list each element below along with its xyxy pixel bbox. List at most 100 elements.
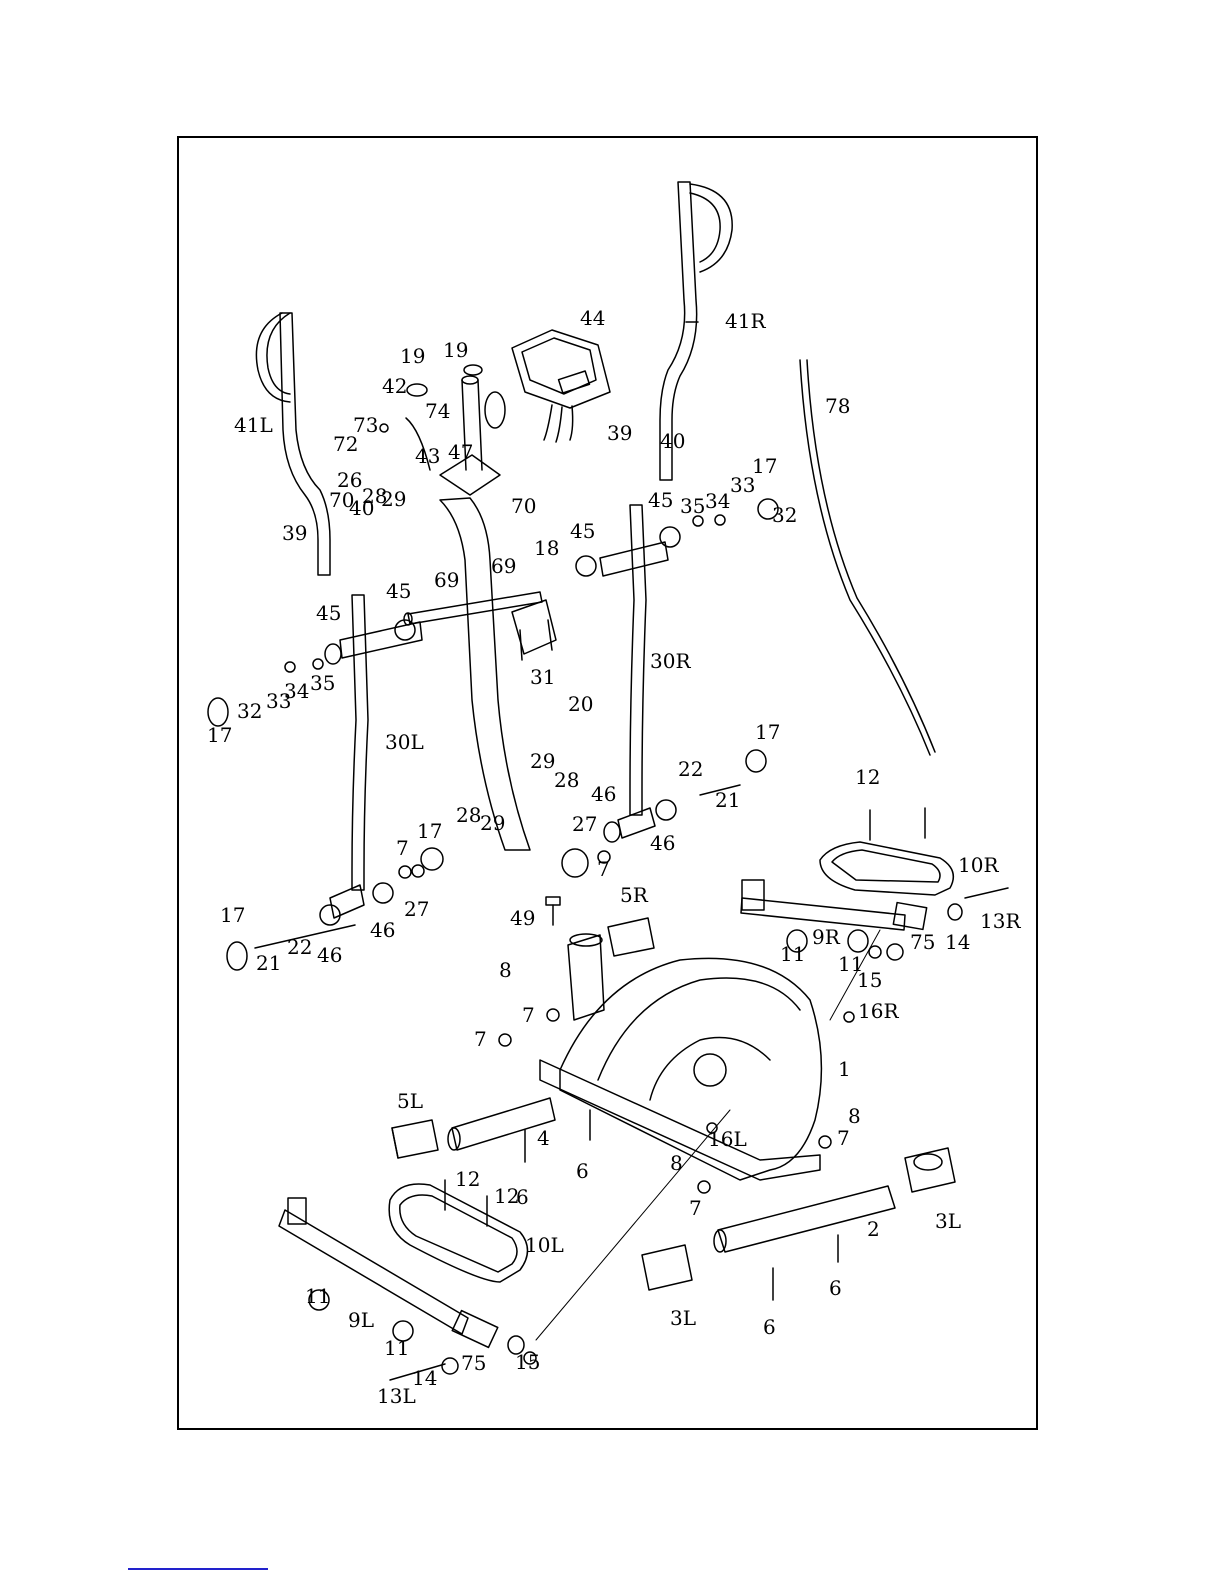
part-label-33: 30R bbox=[650, 649, 691, 673]
part-label-1: 41R bbox=[725, 309, 766, 333]
part-label-32: 45 bbox=[386, 579, 411, 603]
part-label-25: 17 bbox=[752, 454, 777, 478]
knob-icon bbox=[546, 897, 560, 925]
part-label-10: 43 bbox=[415, 444, 440, 468]
part-label-68: 14 bbox=[945, 930, 970, 954]
part-label-55: 17 bbox=[755, 720, 780, 744]
part-label-50: 29 bbox=[480, 811, 505, 835]
part-label-88: 3L bbox=[935, 1209, 961, 1233]
part-label-38: 33 bbox=[266, 689, 291, 713]
part-label-16: 70 bbox=[511, 494, 536, 518]
part-label-76: 1 bbox=[838, 1057, 851, 1081]
part-label-47: 12 bbox=[855, 765, 880, 789]
part-label-40: 17 bbox=[207, 723, 232, 747]
bottle-holder-icon bbox=[512, 600, 556, 660]
part-label-49: 28 bbox=[456, 803, 481, 827]
part-label-53: 46 bbox=[650, 831, 675, 855]
part-label-42: 17 bbox=[417, 819, 442, 843]
part-label-59: 17 bbox=[220, 903, 245, 927]
part-label-66: 9R bbox=[812, 925, 841, 949]
part-label-26: 32 bbox=[772, 503, 797, 527]
part-label-27: 18 bbox=[534, 536, 559, 560]
part-label-20: 40 bbox=[660, 429, 685, 453]
part-label-62: 46 bbox=[317, 943, 342, 967]
bushing-icon bbox=[208, 365, 962, 1374]
part-label-6: 74 bbox=[425, 399, 450, 423]
part-label-91: 11 bbox=[305, 1284, 330, 1308]
console-icon bbox=[512, 330, 610, 442]
part-label-4: 19 bbox=[443, 338, 468, 362]
part-label-81: 16L bbox=[708, 1127, 747, 1151]
part-label-85: 7 bbox=[689, 1196, 702, 1220]
end-cap-5r-icon bbox=[608, 918, 654, 956]
part-label-44: 21 bbox=[715, 788, 740, 812]
part-label-90: 2 bbox=[867, 1217, 880, 1241]
cable-icon bbox=[800, 360, 935, 755]
part-label-34: 31 bbox=[530, 665, 555, 689]
part-label-61: 21 bbox=[256, 951, 281, 975]
part-label-87: 12 bbox=[494, 1184, 519, 1208]
part-label-11: 47 bbox=[448, 440, 473, 464]
part-label-17: 39 bbox=[282, 521, 307, 545]
part-label-97: 75 bbox=[461, 1351, 486, 1375]
end-cap-3l-front-icon bbox=[905, 1148, 955, 1192]
part-label-93: 3L bbox=[670, 1306, 696, 1330]
part-label-77: 5L bbox=[397, 1089, 423, 1113]
part-label-65: 5R bbox=[620, 883, 649, 907]
part-label-57: 27 bbox=[404, 897, 429, 921]
part-label-71: 15 bbox=[857, 968, 882, 992]
part-label-23: 34 bbox=[705, 489, 730, 513]
part-label-29: 69 bbox=[434, 568, 459, 592]
part-label-19: 39 bbox=[607, 421, 632, 445]
part-label-84: 8 bbox=[670, 1151, 683, 1175]
washer-icon bbox=[285, 424, 881, 1364]
pedal-arm-right-icon bbox=[741, 880, 927, 930]
part-label-72: 8 bbox=[499, 958, 512, 982]
part-label-48: 46 bbox=[591, 782, 616, 806]
part-label-69: 11 bbox=[780, 942, 805, 966]
pedal-right-icon bbox=[820, 842, 953, 895]
part-label-64: 49 bbox=[510, 906, 535, 930]
part-label-60: 22 bbox=[287, 935, 312, 959]
part-label-46: 28 bbox=[554, 768, 579, 792]
part-label-100: 13L bbox=[377, 1384, 416, 1408]
part-label-54: 7 bbox=[597, 857, 610, 881]
part-label-67: 75 bbox=[910, 930, 935, 954]
part-label-73: 7 bbox=[522, 1003, 535, 1027]
part-label-58: 13R bbox=[980, 909, 1021, 933]
part-label-22: 35 bbox=[680, 494, 705, 518]
part-label-31: 45 bbox=[316, 601, 341, 625]
part-label-86: 12 bbox=[455, 1167, 480, 1191]
part-label-41: 30L bbox=[385, 730, 424, 754]
pedal-arm-left-icon bbox=[279, 1198, 498, 1347]
part-label-9: 41L bbox=[234, 413, 273, 437]
part-label-51: 27 bbox=[572, 812, 597, 836]
part-label-74: 16R bbox=[858, 999, 899, 1023]
part-label-56: 10R bbox=[958, 853, 999, 877]
part-label-52: 7 bbox=[396, 836, 409, 860]
end-cap-5l-icon bbox=[392, 1120, 438, 1158]
part-label-3: 19 bbox=[400, 344, 425, 368]
part-label-39: 32 bbox=[237, 699, 262, 723]
part-label-15: 29 bbox=[381, 487, 406, 511]
part-label-98: 15 bbox=[515, 1350, 540, 1374]
part-label-99: 14 bbox=[412, 1366, 437, 1390]
part-label-94: 6 bbox=[829, 1276, 842, 1300]
part-label-36: 35 bbox=[310, 671, 335, 695]
part-label-0: 44 bbox=[580, 306, 605, 330]
part-label-79: 7 bbox=[837, 1126, 850, 1150]
part-label-80: 4 bbox=[537, 1126, 550, 1150]
part-label-89: 10L bbox=[525, 1233, 564, 1257]
part-label-5: 42 bbox=[382, 374, 407, 398]
part-label-30: 69 bbox=[491, 554, 516, 578]
end-cap-3l-rear-icon bbox=[642, 1245, 692, 1290]
part-label-8: 72 bbox=[333, 432, 358, 456]
part-label-45: 29 bbox=[530, 749, 555, 773]
part-label-2: 78 bbox=[825, 394, 850, 418]
part-label-83: 6 bbox=[576, 1159, 589, 1183]
part-label-18: 40 bbox=[349, 496, 374, 520]
part-label-78: 8 bbox=[848, 1104, 861, 1128]
lower-arm-left-icon bbox=[330, 595, 422, 918]
part-label-75: 7 bbox=[474, 1027, 487, 1051]
